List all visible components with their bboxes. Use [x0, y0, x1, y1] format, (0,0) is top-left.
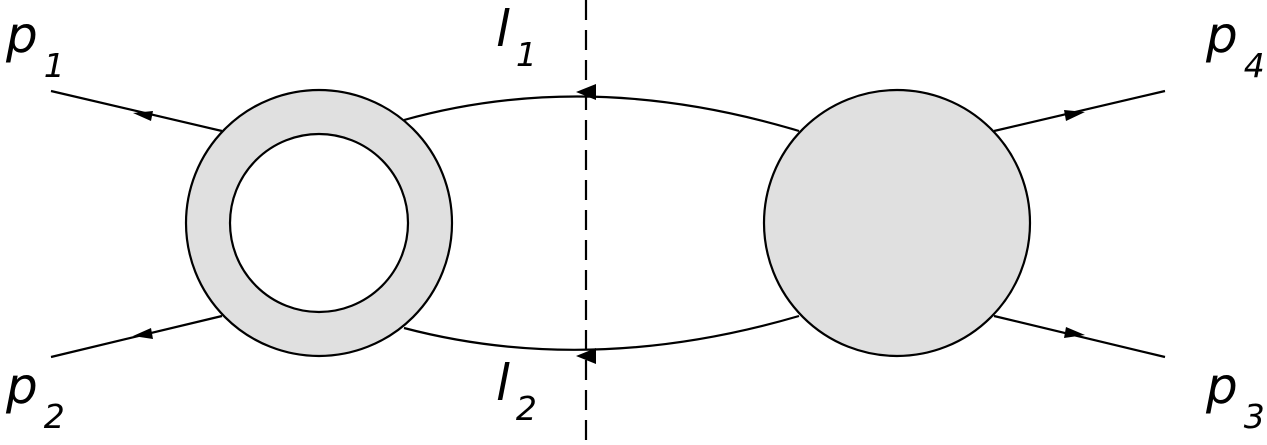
label-p2: p2	[5, 357, 65, 436]
tree-blob	[762, 88, 1032, 358]
leg-p4	[993, 89, 1166, 133]
leg-p3-arrow	[1064, 327, 1085, 338]
label-p1: p1	[5, 6, 65, 85]
propagator-l2-arrow	[576, 348, 596, 364]
propagator-l2	[403, 314, 800, 351]
propagator-l1	[403, 95, 800, 133]
leg-p3	[993, 314, 1166, 359]
leg-p4-arrow	[1064, 110, 1085, 121]
leg-p1-arrow	[133, 111, 153, 121]
loop-ring-hole	[228, 132, 410, 314]
leg-p1	[50, 89, 223, 133]
label-p4: p4	[1205, 6, 1265, 85]
leg-p2-arrow	[133, 328, 153, 339]
label-p3: p3	[1205, 357, 1265, 436]
